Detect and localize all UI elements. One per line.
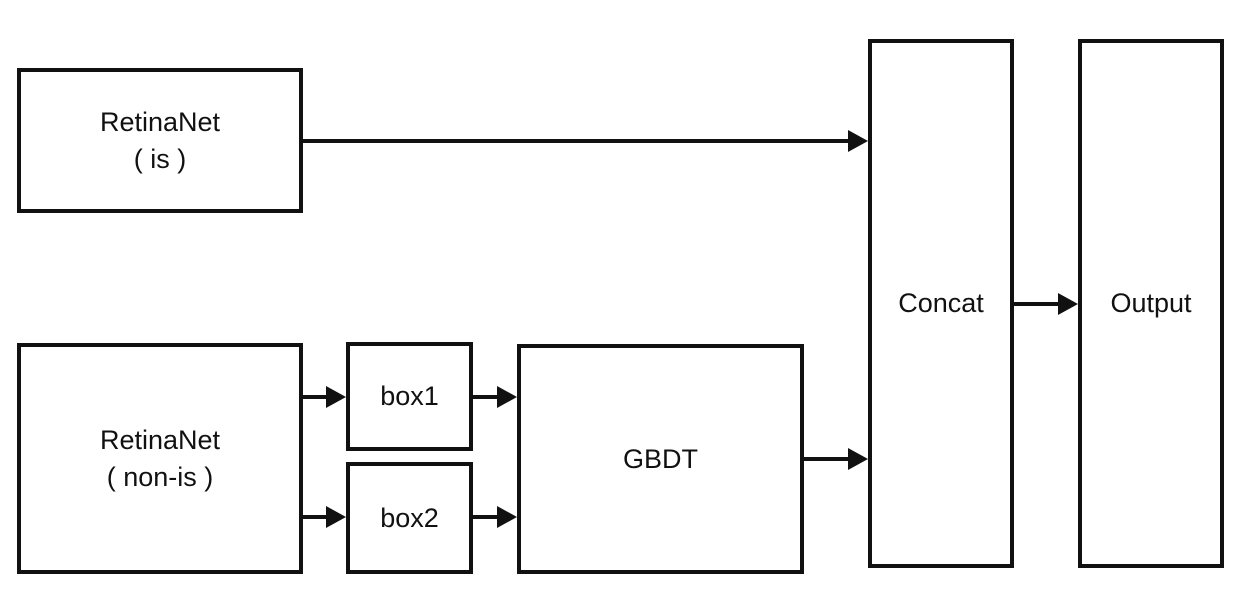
arrow-retinanet-is-to-concat xyxy=(303,130,868,152)
output-node: Output xyxy=(1078,39,1224,568)
retinanet-non-is-title: RetinaNet xyxy=(99,424,221,455)
box2-node: box2 xyxy=(346,462,473,574)
retinanet-non-is-subtitle: ( non-is ) xyxy=(106,461,214,492)
arrow-box2-to-gbdt xyxy=(473,506,517,528)
box1-node: box1 xyxy=(346,342,473,451)
concat-node: Concat xyxy=(868,39,1014,568)
arrow-gbdt-to-concat xyxy=(804,448,868,470)
retinanet-is-title: RetinaNet xyxy=(99,106,221,137)
retinanet-is-node: RetinaNet ( is ) xyxy=(17,68,303,213)
arrow-retinanet-non-is-to-box1 xyxy=(303,386,346,408)
box2-label: box2 xyxy=(380,502,439,533)
concat-label: Concat xyxy=(898,288,984,318)
arrow-retinanet-non-is-to-box2 xyxy=(303,506,346,528)
gbdt-label: GBDT xyxy=(622,443,698,474)
arrow-box1-to-gbdt xyxy=(473,386,517,408)
arrow-concat-to-output xyxy=(1014,293,1078,315)
gbdt-node: GBDT xyxy=(517,344,804,574)
output-label: Output xyxy=(1110,288,1192,318)
retinanet-non-is-node: RetinaNet ( non-is ) xyxy=(17,343,303,574)
retinanet-is-subtitle: ( is ) xyxy=(133,143,187,174)
box1-label: box1 xyxy=(380,381,439,411)
